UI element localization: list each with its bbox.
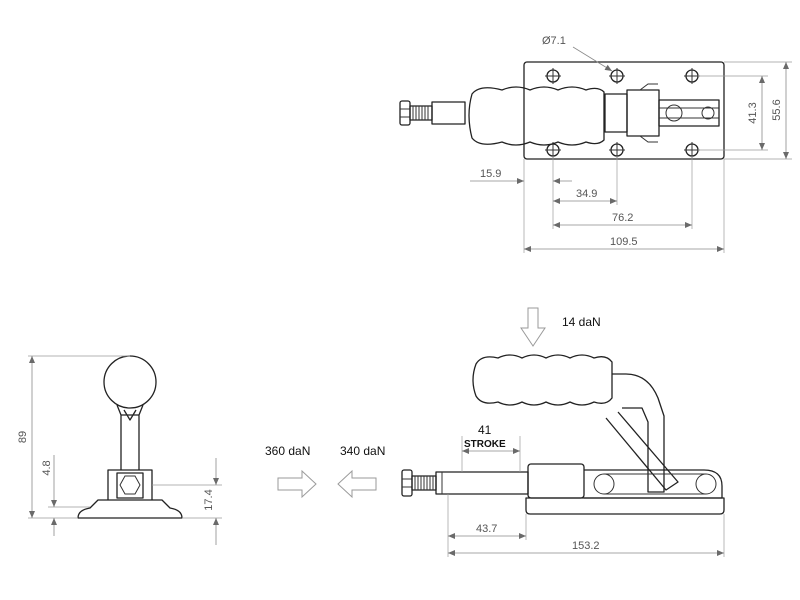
side-handle-arm [612, 373, 665, 493]
dim-hole-offset: 15.9 [480, 168, 501, 180]
front-view: 89 4.8 17.4 [17, 355, 222, 545]
push-force-label: 14 daN [562, 315, 601, 329]
handle-stem [116, 404, 144, 470]
dim-hole-pitch-2: 76.2 [612, 212, 633, 224]
force-arrow-right-icon [277, 469, 317, 499]
holding-force-right: 340 daN [340, 444, 385, 458]
base-plate-outline [523, 61, 725, 160]
handle-knob [103, 355, 157, 409]
force-arrow-left-icon [337, 469, 377, 499]
dim-base-thickness: 4.8 [41, 460, 53, 475]
dim-plate-width: 55.6 [771, 99, 783, 120]
side-handle-grip [472, 354, 613, 406]
dim-overall-length: 153.2 [572, 540, 600, 552]
side-base [525, 497, 725, 515]
push-force-arrow-icon [520, 307, 546, 347]
plunger-housing [527, 463, 585, 499]
linkage-top [604, 83, 720, 143]
dim-hole-spacing-vertical: 41.3 [747, 102, 759, 123]
stroke-value: 41 [478, 423, 492, 437]
top-view: Ø7.1 41.3 55.6 15.9 34.9 76.2 109.5 [399, 35, 792, 253]
dim-hole-pitch-1: 34.9 [576, 188, 597, 200]
dim-plunger-length: 43.7 [476, 523, 497, 535]
dim-plate-length: 109.5 [610, 236, 638, 248]
side-view: 14 daN 41 STROKE 43.7 [401, 307, 725, 557]
handle-grip [468, 86, 605, 146]
side-plunger-bolt [401, 469, 529, 497]
dim-hole-diameter: Ø7.1 [542, 35, 566, 47]
front-base [77, 499, 183, 519]
holding-forces: 360 daN 340 daN [265, 444, 385, 499]
dim-total-height: 89 [17, 431, 29, 443]
holding-force-left: 360 daN [265, 444, 310, 458]
dim-pivot-height: 17.4 [203, 489, 215, 510]
stroke-label: STROKE [464, 439, 506, 450]
plunger-bolt [399, 100, 466, 126]
pivot-housing [107, 469, 153, 500]
side-link-arm [605, 411, 679, 491]
